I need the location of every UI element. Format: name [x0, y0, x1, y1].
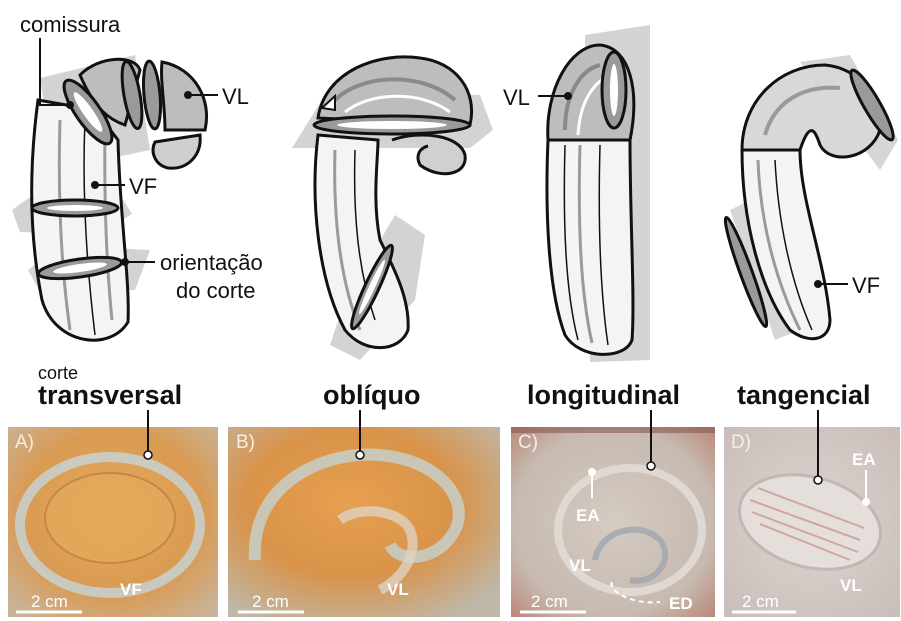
section-disc [47, 205, 103, 211]
photo-c-label-ea: EA [576, 506, 600, 526]
photo-c [511, 410, 715, 617]
photo-leader-dot [814, 476, 822, 484]
heading-longitudinal: longitudinal [527, 380, 680, 411]
leader-dot [91, 181, 99, 189]
photo-a [8, 410, 218, 617]
photo-c-label-vl: VL [569, 556, 591, 576]
photo-leader-dot [144, 451, 152, 459]
coil-segment [153, 135, 200, 168]
heading-transversal: transversal [38, 380, 182, 411]
tube-body [547, 140, 633, 354]
panel-label-c: C) [518, 432, 538, 454]
label-orientacao-line1: orientação [160, 250, 263, 276]
ea-leader-dot [862, 498, 870, 506]
scale-label-d: 2 cm [742, 592, 779, 612]
label-orientacao-line2: do corte [176, 278, 256, 304]
label-comissura: comissura [20, 12, 120, 38]
panel-label-d: D) [731, 432, 751, 454]
leader-dot [184, 91, 192, 99]
diagram-longitudinal [538, 25, 650, 362]
coil-tail [392, 135, 465, 174]
label-vf-tangencial: VF [852, 273, 880, 299]
tube-body [32, 100, 129, 340]
panel-label-a: A) [15, 432, 34, 454]
diagram-obliquo [292, 57, 493, 360]
photo-b-label-vl: VL [387, 580, 409, 600]
photo-c-label-ed: ED [669, 594, 693, 614]
panel-label-b: B) [236, 432, 255, 454]
photo-d-label-vl: VL [840, 576, 862, 596]
photo-b [228, 410, 500, 617]
ea-leader-dot [588, 468, 596, 476]
scale-label-a: 2 cm [31, 592, 68, 612]
photo-a-label-vf: VF [120, 580, 142, 600]
photo-leader-dot [647, 462, 655, 470]
leader-dot [814, 280, 822, 288]
fossil-inner [45, 473, 175, 563]
leader-dot [564, 92, 572, 100]
scale-label-c: 2 cm [531, 592, 568, 612]
photo-leader-dot [356, 451, 364, 459]
heading-obliquo: oblíquo [323, 380, 420, 411]
label-vl-longitudinal: VL [503, 85, 530, 111]
leader-dot [121, 258, 129, 266]
label-vl: VL [222, 84, 249, 110]
photo-d-label-ea: EA [852, 450, 876, 470]
scale-label-b: 2 cm [252, 592, 289, 612]
label-vf: VF [129, 174, 157, 200]
section-disc [337, 121, 447, 129]
heading-tangencial: tangencial [737, 380, 871, 411]
leader-dot [66, 101, 74, 109]
section-disc [610, 64, 618, 116]
